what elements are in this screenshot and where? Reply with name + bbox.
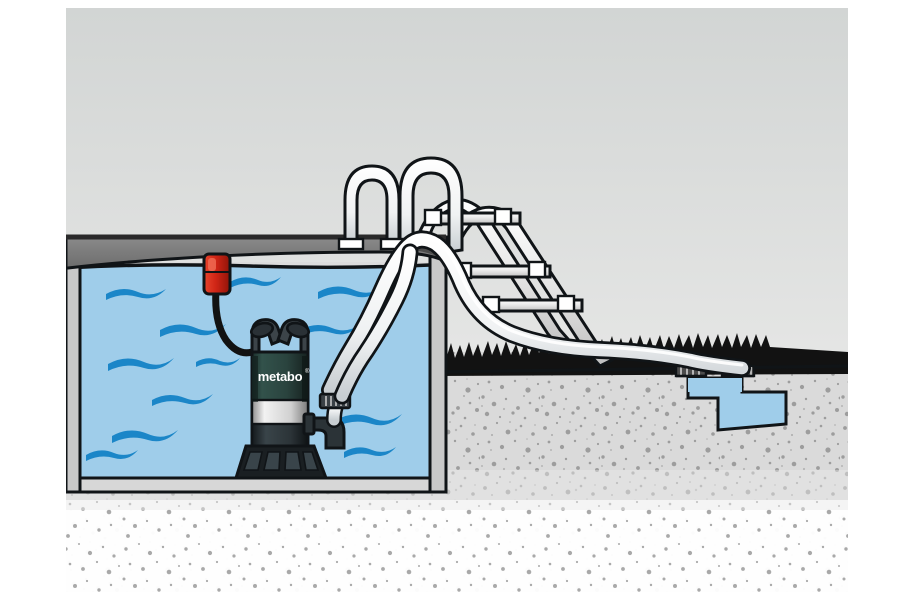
pool-wall-left [64,260,82,494]
brand-logo-superscript: ® [305,368,310,375]
float-switch [202,252,232,296]
brand-logo-text: metabo [258,369,303,384]
water-waves [86,277,402,461]
hose-in-pool [333,243,419,405]
float-switch-assembly [202,252,256,357]
pool-wall-right [428,238,448,494]
submersible-pump: metabo ® [233,318,352,480]
pool-floor [66,476,434,494]
pump-base [233,444,329,480]
discharge-hose [321,230,751,399]
hose-bracket [337,237,365,251]
brand-logo: metabo ® [258,368,310,384]
pool-ladder [417,198,615,368]
pump-handle-grip [249,321,311,339]
pump-housing: metabo ® [250,350,310,450]
